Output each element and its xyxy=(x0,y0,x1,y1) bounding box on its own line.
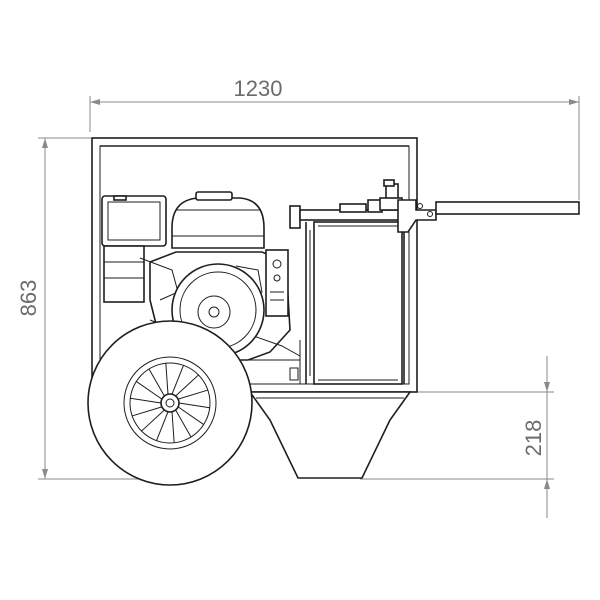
wheel-spoke xyxy=(165,363,169,395)
wheel-spoke xyxy=(175,409,192,438)
wheel-spoke xyxy=(177,406,204,425)
wheel-spoke xyxy=(178,402,210,409)
wheel-spoke xyxy=(156,411,169,441)
clearance-dimension-label: 218 xyxy=(521,420,546,457)
wheel-spoke xyxy=(131,406,163,417)
width-dimension-label: 1230 xyxy=(234,76,283,101)
handle xyxy=(379,179,580,233)
wheel xyxy=(87,320,253,486)
wheel-spoke xyxy=(171,411,175,443)
water-tank xyxy=(289,199,411,385)
wheel-spoke xyxy=(130,397,162,404)
wheel-spoke xyxy=(171,365,184,395)
wheel-spoke xyxy=(175,374,199,397)
hopper xyxy=(248,391,412,479)
clearance-dimension: 218 xyxy=(360,356,554,518)
width-dimension: 1230 xyxy=(89,76,580,200)
height-dimension-label: 863 xyxy=(16,280,41,317)
wheel-spoke xyxy=(136,381,163,400)
wheel-spoke xyxy=(148,368,165,397)
wheel-spoke xyxy=(141,409,165,432)
wheel-spoke xyxy=(177,389,209,400)
height-dimension: 863 xyxy=(16,137,150,480)
